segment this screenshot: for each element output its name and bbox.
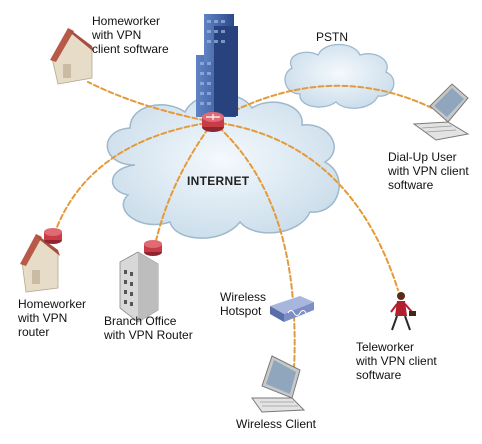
- homeworker-house-icon: [50, 28, 94, 85]
- dialup-laptop-icon: [412, 83, 470, 141]
- wireless-hotspot-label: Wireless Hotspot: [220, 290, 267, 318]
- wireless-client-label: Wireless Client: [236, 417, 317, 431]
- link-homeworker-client: [87, 81, 214, 123]
- wireless-hotspot-icon: [270, 296, 314, 322]
- link-homeworker-router: [54, 121, 214, 233]
- branch-office-router-icon: [144, 240, 162, 256]
- internet-label: INTERNET: [187, 174, 250, 188]
- link-hotspot: [212, 121, 296, 369]
- dialup-user-label: Dial-Up User with VPN client software: [388, 150, 469, 192]
- link-branch-office: [154, 121, 214, 246]
- internet-cloud: [106, 93, 340, 239]
- link-teleworker: [212, 121, 399, 291]
- teleworker-label: Teleworker with VPN client software: [356, 340, 437, 382]
- pstn-label: PSTN: [316, 30, 349, 44]
- headquarters-building-icon: [196, 14, 238, 117]
- vpn-links: [54, 81, 441, 369]
- homeworker-router-icon: [44, 228, 62, 244]
- branch-office-building-icon: [119, 251, 159, 323]
- branch-office-label: Branch Office with VPN Router: [104, 314, 193, 342]
- pstn-cloud: [284, 43, 395, 109]
- homeworker-router-house-icon: [20, 234, 60, 293]
- homeworker-router-label: Homeworker with VPN router: [18, 297, 87, 339]
- homeworker-client-label: Homeworker with VPN client software: [92, 14, 169, 56]
- link-dialup: [212, 84, 441, 123]
- teleworker-person-icon: [390, 292, 416, 331]
- internet-router-icon: [202, 112, 224, 132]
- wireless-client-laptop-icon: [251, 355, 306, 413]
